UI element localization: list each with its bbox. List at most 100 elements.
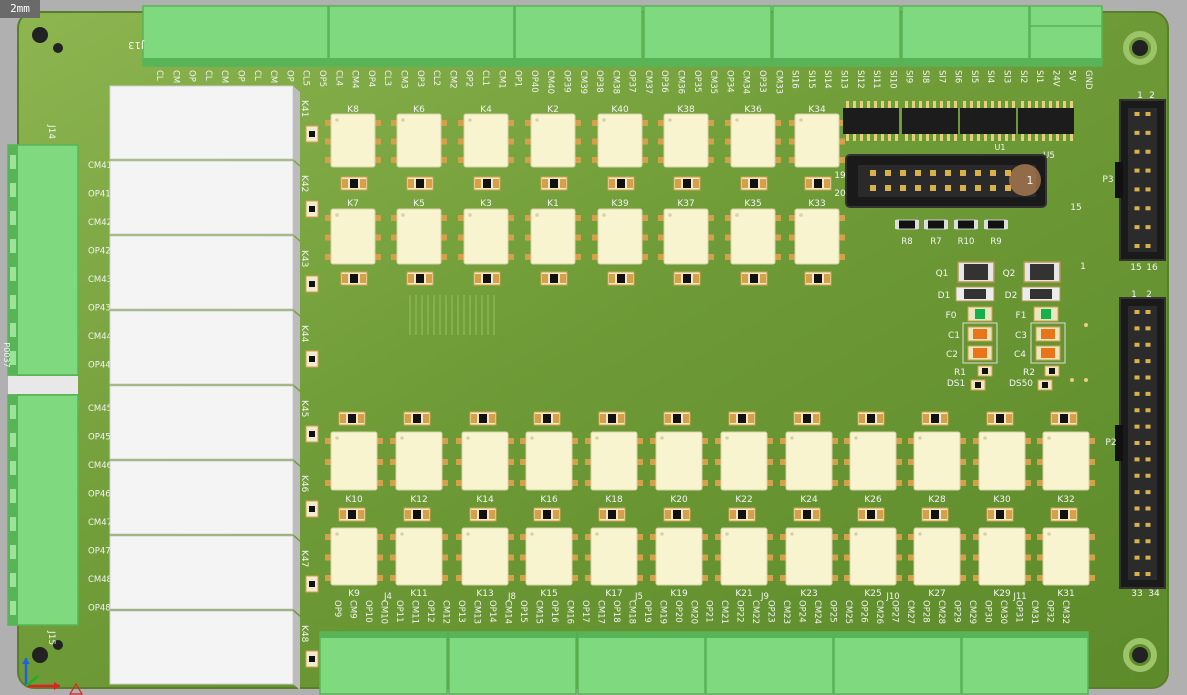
ic-pad (441, 554, 448, 561)
ic-lead (954, 101, 957, 109)
terminal-block-edge (1030, 58, 1102, 66)
ic-ref: K14 (476, 495, 494, 505)
top-pin-label: SI11 (871, 70, 881, 89)
bottom-pin-label: CM31 (1029, 600, 1039, 624)
header-pin (1134, 506, 1140, 511)
smd-pad (542, 179, 548, 188)
pin-label: 33 (1131, 589, 1142, 599)
mounting-hole (32, 27, 48, 43)
ic-body (530, 208, 576, 265)
ic-pad (838, 234, 845, 241)
ic-pad (959, 554, 966, 561)
optocoupler-K5 (391, 208, 447, 265)
top-pin-label: CM4 (350, 70, 360, 89)
ic-pad (1024, 438, 1031, 444)
smd-pad (941, 510, 947, 519)
ic-pin1 (335, 436, 339, 440)
ic-lead (963, 133, 966, 141)
top-pin-label: CM34 (741, 70, 751, 94)
bottom-pin-label: OP9 (332, 600, 342, 617)
led-body (975, 382, 981, 388)
ic-pad (458, 138, 465, 145)
bottom-pin-label: OP25 (828, 600, 838, 623)
relay-body (109, 535, 294, 610)
pin1-marker (1009, 164, 1041, 196)
bottom-pin-label: CM18 (626, 600, 636, 624)
top-pin-label: CL5 (301, 70, 311, 86)
pin-label: 15 (1130, 263, 1141, 273)
header-pin (1145, 149, 1151, 154)
top-pin-label: CM (268, 70, 278, 83)
ic-lead (860, 133, 863, 141)
smd-pad (923, 510, 929, 519)
ic-pin1 (602, 118, 606, 122)
connector-ref: J5 (634, 592, 643, 602)
left-pin-label: OP41 (88, 190, 111, 200)
ic-pad (715, 554, 722, 561)
mosfet-body (964, 264, 988, 280)
ic-pad (571, 534, 578, 540)
resistor-pad (924, 220, 928, 229)
ic-pad (441, 480, 448, 486)
ic-pad (658, 157, 665, 163)
ic-pin1 (854, 436, 858, 440)
left-pin-label: OP47 (88, 547, 111, 557)
ic-pad (641, 234, 648, 241)
ic-pad (390, 480, 397, 486)
smd-pad (877, 414, 883, 423)
ic-pad (1024, 459, 1031, 465)
ic-pad (391, 157, 398, 163)
ic-lead (1028, 101, 1031, 109)
terminal-tab (10, 351, 16, 365)
idc-header-p3-inner (1128, 108, 1157, 252)
resistor-ref: R7 (930, 237, 941, 247)
comp-ref: DS1 (947, 379, 965, 389)
optocoupler-K31 (1037, 527, 1095, 586)
top-pin-label: CL (154, 70, 164, 81)
ic-ref: K15 (540, 589, 557, 599)
header-label: 15 (1070, 203, 1081, 213)
bottom-pin-label: CM16 (564, 600, 574, 624)
smd-pad (489, 510, 495, 519)
top-pin-label: OP (284, 70, 294, 82)
bottom-pin-label: CM23 (781, 600, 791, 624)
ic-pad (895, 480, 902, 486)
optocoupler-K17 (585, 527, 643, 586)
connector-ref: J10 (885, 592, 899, 602)
smd-pad (423, 414, 429, 423)
comp-ref: 1 (1080, 262, 1086, 272)
ic-pin1 (790, 532, 794, 536)
header-pin (870, 185, 876, 191)
resistor-ref: R9 (990, 237, 1001, 247)
top-pin-label: CL (203, 70, 213, 81)
bottom-pin-label: CM32 (1060, 600, 1070, 624)
ic-pad (766, 534, 773, 540)
ic-pad (571, 554, 578, 561)
smd-diode-band (673, 414, 681, 423)
ic-pad (592, 157, 599, 163)
ic-pad (507, 138, 514, 145)
smd-pad (988, 510, 994, 519)
top-pin-label: SI7 (936, 70, 946, 83)
optocoupler-K1 (525, 208, 581, 265)
optocoupler-K6 (391, 113, 447, 168)
smd-pad (813, 510, 819, 519)
ic-pin1 (401, 213, 405, 217)
ic-pad (895, 554, 902, 561)
ic-pad (441, 459, 448, 465)
ic-pad (895, 438, 902, 444)
top-pin-label: GND (1083, 70, 1093, 90)
ic-pad (725, 120, 732, 126)
header-pin (1145, 555, 1151, 560)
ic-lead (860, 101, 863, 109)
ic-pad (780, 438, 787, 444)
ic-pad (520, 459, 527, 465)
ic-pad (908, 438, 915, 444)
smd-pad (360, 274, 366, 283)
ic-pin1 (725, 436, 729, 440)
terminal-block-top (514, 5, 643, 67)
smd-pad (340, 510, 346, 519)
ic-body (1042, 431, 1090, 491)
comp-ref: R2 (1023, 368, 1035, 378)
